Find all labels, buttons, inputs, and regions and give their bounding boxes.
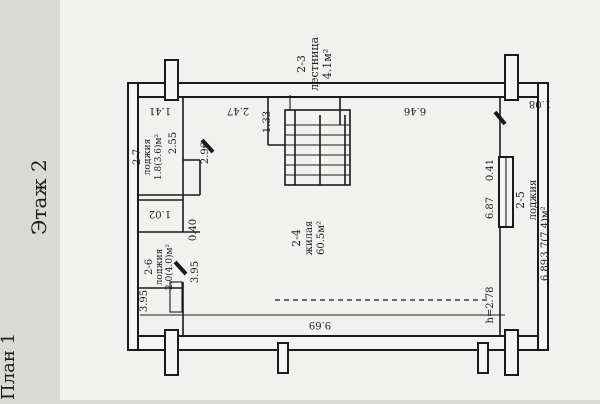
svg-text:2.0(4.0)м²: 2.0(4.0)м² bbox=[164, 243, 175, 290]
svg-text:2-4: 2-4 bbox=[290, 229, 303, 247]
dim-height: h=2.78 bbox=[485, 286, 496, 323]
svg-text:лоджия: лоджия bbox=[143, 138, 153, 175]
dim-door-04: 0.40 bbox=[188, 219, 199, 241]
top-wall bbox=[127, 82, 549, 98]
dim-right-041: 0.41 bbox=[485, 159, 496, 181]
svg-text:лоджия: лоджия bbox=[155, 248, 165, 285]
pilaster-bottom-mid2 bbox=[477, 342, 489, 374]
svg-text:1.8(3.6)м²: 1.8(3.6)м² bbox=[153, 133, 164, 180]
partitions bbox=[137, 97, 514, 336]
room-2-7-label: 2-7 лоджия 1.8(3.6)м² bbox=[132, 133, 164, 180]
room-2-5-label: 2-5 лоджия 3.7(7.4)м² bbox=[514, 180, 551, 258]
dim-left-102: 1.02 bbox=[149, 208, 171, 219]
room-2-4-label: 2-4 жилая 60.5м² bbox=[290, 221, 327, 256]
dim-left-395a: 3.95 bbox=[190, 261, 201, 283]
dim-top-far-right: 1.08 bbox=[529, 98, 551, 109]
room-2-6-label: 2-6 лоджия 2.0(4.0)м² bbox=[144, 243, 175, 290]
svg-text:4.1м²: 4.1м² bbox=[321, 49, 334, 79]
svg-text:жилая: жилая bbox=[304, 221, 315, 256]
dim-top-left: 1.41 bbox=[149, 105, 171, 116]
dim-bottom: 9.69 bbox=[309, 319, 331, 330]
pilaster-bottom-left bbox=[164, 329, 179, 376]
dim-top-right: 6.46 bbox=[404, 105, 426, 116]
outer-walls bbox=[127, 54, 549, 376]
pilaster-top-right bbox=[504, 54, 519, 101]
dim-loggia-27-width: 2.55 bbox=[168, 132, 179, 154]
room-2-3-label: 2-3 лестница 4.1м² bbox=[295, 37, 334, 91]
dim-right-689: 6.89 bbox=[540, 259, 551, 281]
svg-text:2-6: 2-6 bbox=[144, 259, 155, 275]
dim-top-mid: 2.47 bbox=[227, 105, 249, 116]
stair bbox=[267, 95, 351, 186]
dim-left-395b: 3.95 bbox=[139, 290, 150, 312]
svg-text:лоджия: лоджия bbox=[528, 180, 539, 221]
door-marks bbox=[173, 110, 507, 276]
floor-title: Этаж 2 bbox=[27, 159, 51, 235]
dim-loggia-27-len: 2.96 bbox=[200, 142, 211, 164]
dimension-labels: 1.41 2.47 6.46 1.08 1.33 2.55 2.96 0.40 … bbox=[139, 98, 551, 330]
svg-text:60.5м²: 60.5м² bbox=[316, 221, 327, 255]
svg-text:2-3: 2-3 bbox=[295, 55, 308, 73]
right-wall bbox=[537, 82, 549, 351]
dim-stair-width: 1.33 bbox=[262, 111, 273, 133]
pilaster-top-left bbox=[164, 59, 179, 101]
plan-title-partial: План 1 bbox=[0, 333, 19, 400]
svg-text:лестница: лестница bbox=[308, 37, 321, 91]
pilaster-bottom-right bbox=[504, 329, 519, 376]
svg-text:2-5: 2-5 bbox=[514, 191, 527, 209]
pilaster-bottom-mid bbox=[277, 342, 289, 374]
svg-text:3.7(7.4)м²: 3.7(7.4)м² bbox=[540, 206, 551, 257]
svg-text:2-7: 2-7 bbox=[132, 149, 143, 165]
left-wall bbox=[127, 82, 139, 351]
dim-right-687: 6.87 bbox=[485, 197, 496, 219]
